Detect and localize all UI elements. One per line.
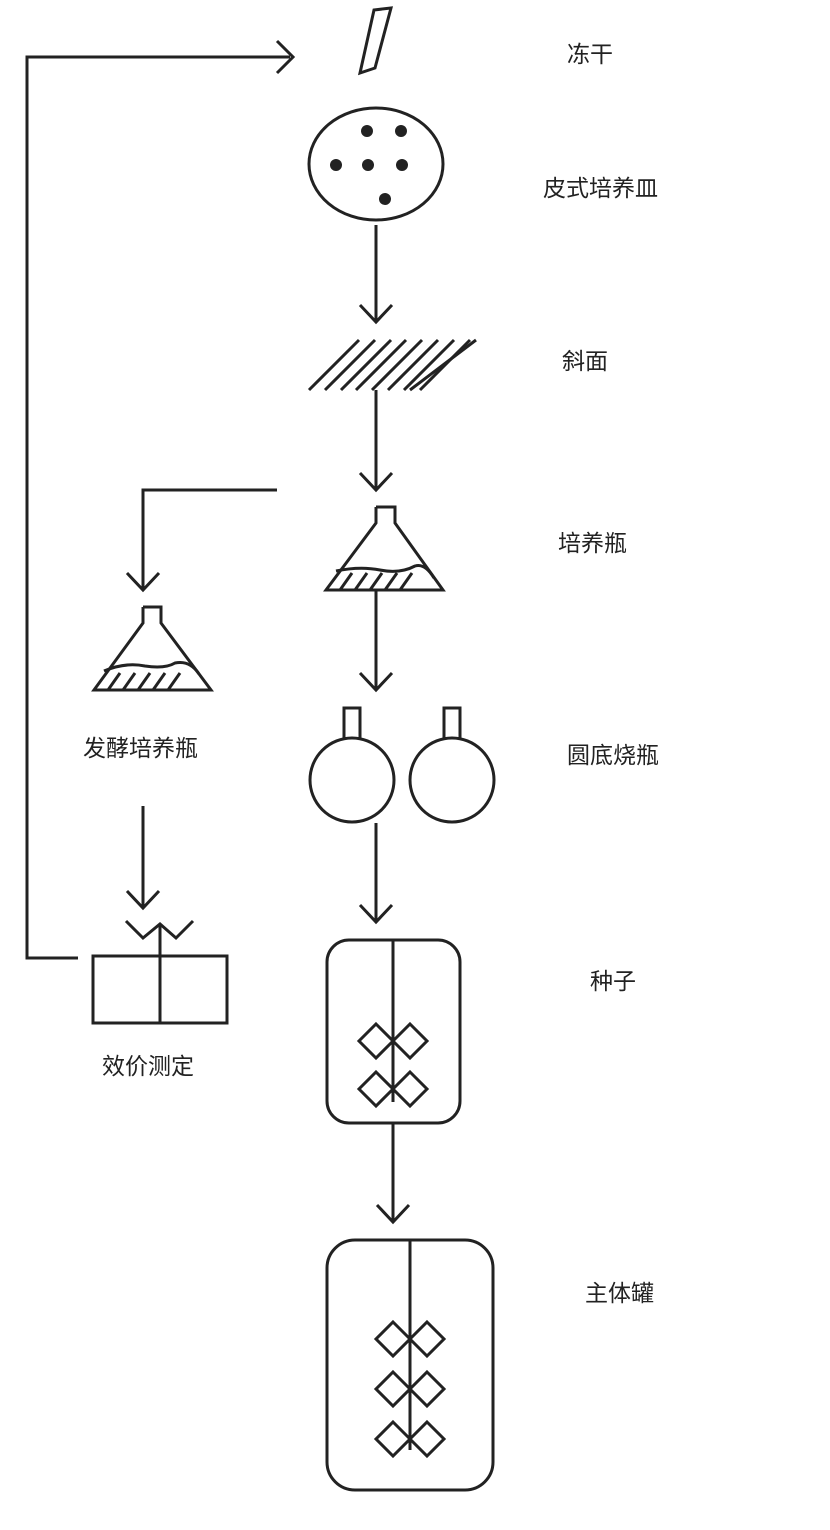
label-fermentation-flask: 发酵培养瓶 bbox=[83, 736, 198, 762]
arrowhead-petri-to-slant bbox=[358, 303, 394, 325]
arrowhead-seed-to-main bbox=[375, 1203, 411, 1225]
seed-tank-icon bbox=[325, 938, 462, 1125]
petri-dish-icon bbox=[307, 106, 445, 222]
label-slant: 斜面 bbox=[562, 349, 608, 375]
arrowhead-fermentation-to-potency bbox=[125, 889, 161, 911]
label-main-tank: 主体罐 bbox=[585, 1281, 654, 1307]
fermentation-flask-icon bbox=[91, 605, 214, 692]
potency-test-icon bbox=[91, 919, 229, 1025]
feedback-loop-arrowhead bbox=[275, 39, 296, 75]
arrowhead-round-flasks-to-seed bbox=[358, 903, 394, 925]
label-culture-flask: 培养瓶 bbox=[558, 531, 627, 557]
arrowhead-flask-to-round-flasks bbox=[358, 671, 394, 693]
slant-icon bbox=[307, 338, 477, 392]
main-tank-icon bbox=[325, 1238, 495, 1492]
label-round-bottom-flask: 圆底烧瓶 bbox=[567, 743, 659, 769]
label-freeze-dry: 冻干 bbox=[567, 42, 613, 68]
round-bottom-flask-right-icon bbox=[408, 706, 496, 824]
feedback-loop-line bbox=[25, 55, 290, 960]
freeze-dry-ampoule-icon bbox=[357, 6, 394, 76]
branch-line-to-fermentation bbox=[141, 488, 277, 588]
arrowhead-slant-to-flask bbox=[358, 471, 394, 493]
label-petri-dish: 皮式培养皿 bbox=[543, 176, 658, 202]
round-bottom-flask-left-icon bbox=[308, 706, 396, 824]
culture-flask-icon bbox=[323, 505, 446, 592]
branch-arrowhead bbox=[125, 571, 161, 593]
label-potency-test: 效价测定 bbox=[102, 1054, 194, 1080]
label-seed-tank: 种子 bbox=[590, 969, 636, 995]
